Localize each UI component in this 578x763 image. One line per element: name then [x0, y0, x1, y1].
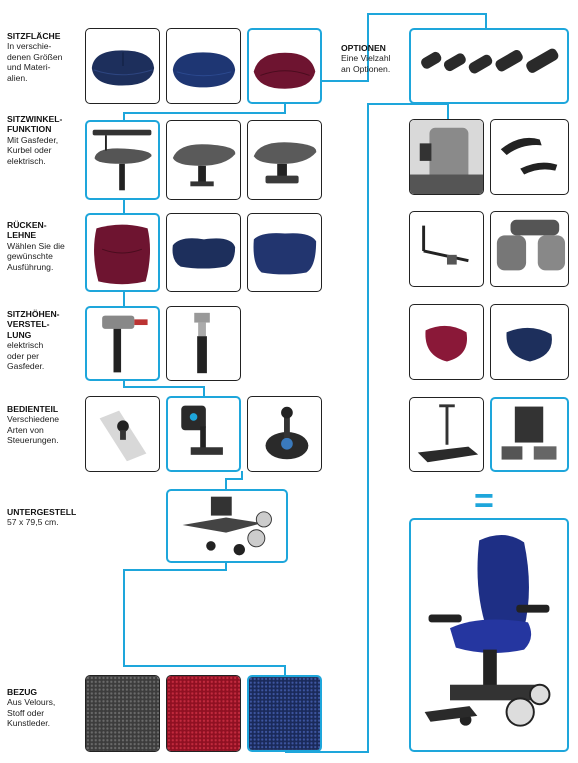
base-frame-tile[interactable] [166, 489, 288, 563]
equals-sign: = [474, 482, 494, 520]
option-image [417, 404, 479, 463]
option-leg-rest-tile[interactable] [490, 397, 569, 472]
seat-tilt-image [172, 144, 236, 187]
armrest-options-tile[interactable] [409, 28, 569, 104]
seat-tilt-electric-tile[interactable] [247, 120, 322, 200]
control-unit-image [265, 406, 309, 460]
option-arm-supports-tile[interactable] [490, 119, 569, 195]
section-title: SITZFLÄCHE [7, 31, 61, 41]
option-lumbar-bordeaux-tile[interactable] [409, 304, 484, 380]
option-lumbar-navy-tile[interactable] [490, 304, 569, 380]
section-body: Mit Gasfeder, Kurbel oder elektrisch. [7, 134, 59, 166]
seat-cushion-image [91, 50, 155, 86]
backrest-image [94, 224, 151, 285]
seat-cushion-navy-tile[interactable] [85, 28, 160, 104]
option-head-side-support-tile[interactable] [490, 211, 569, 287]
fabric-graphite-tile[interactable] [85, 675, 160, 752]
fabric-image [86, 676, 159, 751]
seat-height-electric-tile[interactable] [85, 306, 160, 381]
option-footplate-tile[interactable] [409, 397, 484, 472]
section-body: In verschie- denen Größen und Materi- al… [7, 41, 63, 83]
seat-tilt-crank-tile[interactable] [166, 120, 241, 200]
section-body: elektrisch oder per Gasfeder. [7, 340, 45, 372]
base-frame-image [182, 496, 272, 556]
section-body: 57 x 79,5 cm. [7, 517, 59, 528]
option-image [501, 406, 557, 460]
section-title: OPTIONEN [341, 43, 386, 53]
section-label-sitzflaeche: SITZFLÄCHE In verschie- denen Größen und… [7, 31, 62, 83]
fabric-red-tile[interactable] [166, 675, 241, 752]
section-body: Wählen Sie die gewünschte Ausführung. [7, 240, 65, 272]
backrest-blue-tile[interactable] [247, 213, 322, 292]
control-unit-image [99, 410, 147, 462]
section-label-untergestell: UNTERGESTELL 57 x 79,5 cm. [7, 507, 76, 528]
control-unit-image [181, 405, 223, 455]
section-title: BEDIENTEIL [7, 404, 59, 414]
option-image [506, 327, 552, 362]
section-body: Eine Vielzahl an Optionen. [341, 53, 391, 74]
armrests-image [421, 48, 559, 74]
seat-height-image [102, 315, 148, 373]
option-lever-tile[interactable] [409, 211, 484, 287]
seat-height-gas-tile[interactable] [166, 306, 241, 381]
section-title: SITZWINKEL- FUNKTION [7, 114, 63, 135]
complete-chair-image [424, 535, 551, 727]
complete-chair-tile[interactable] [409, 518, 569, 752]
fabric-image [249, 677, 320, 750]
section-title: BEZUG [7, 687, 38, 697]
option-image [496, 219, 566, 271]
fabric-image [167, 676, 240, 751]
seat-tilt-gas-tile[interactable] [85, 120, 160, 200]
seat-cushion-image [253, 52, 316, 89]
seat-cushion-blue-tile[interactable] [166, 28, 241, 104]
control-unit-joystick-tile[interactable] [166, 396, 241, 472]
seat-tilt-image [253, 142, 317, 184]
section-label-sitzhoehe: SITZHÖHEN- VERSTEL- LUNG elektrisch oder… [7, 309, 60, 371]
control-unit-round-tile[interactable] [247, 396, 322, 472]
backrest-navy-tile[interactable] [166, 213, 241, 292]
section-title: RÜCKEN- LEHNE [7, 220, 47, 241]
seat-tilt-image [92, 129, 152, 191]
fabric-blue-tile[interactable] [247, 675, 322, 752]
section-label-bedienteil: BEDIENTEIL Verschiedene Arten von Steuer… [7, 404, 59, 446]
section-label-optionen: OPTIONEN Eine Vielzahl an Optionen. [341, 43, 391, 74]
section-body: Aus Velours, Stoff oder Kunstleder. [7, 697, 56, 729]
backrest-bordeaux-tile[interactable] [85, 213, 160, 292]
section-label-ruecken: RÜCKEN- LEHNE Wählen Sie die gewünschte … [7, 220, 65, 272]
section-body: Verschiedene Arten von Steuerungen. [7, 414, 60, 446]
option-image [410, 120, 483, 194]
option-image [425, 325, 468, 362]
seat-height-image [194, 312, 210, 374]
option-image [422, 225, 469, 265]
section-label-bezug: BEZUG Aus Velours, Stoff oder Kunstleder… [7, 687, 55, 729]
backrest-image [253, 233, 317, 275]
seat-cushion-bordeaux-tile[interactable] [247, 28, 322, 104]
section-title: SITZHÖHEN- VERSTEL- LUNG [7, 309, 60, 340]
option-image [500, 137, 558, 175]
backrest-image [172, 238, 236, 269]
control-unit-handheld-tile[interactable] [85, 396, 160, 472]
option-headrest-bracket-tile[interactable] [409, 119, 484, 195]
seat-cushion-image [172, 52, 236, 88]
section-title: UNTERGESTELL [7, 507, 77, 517]
section-label-sitzwinkel: SITZWINKEL- FUNKTION Mit Gasfeder, Kurbe… [7, 114, 62, 166]
